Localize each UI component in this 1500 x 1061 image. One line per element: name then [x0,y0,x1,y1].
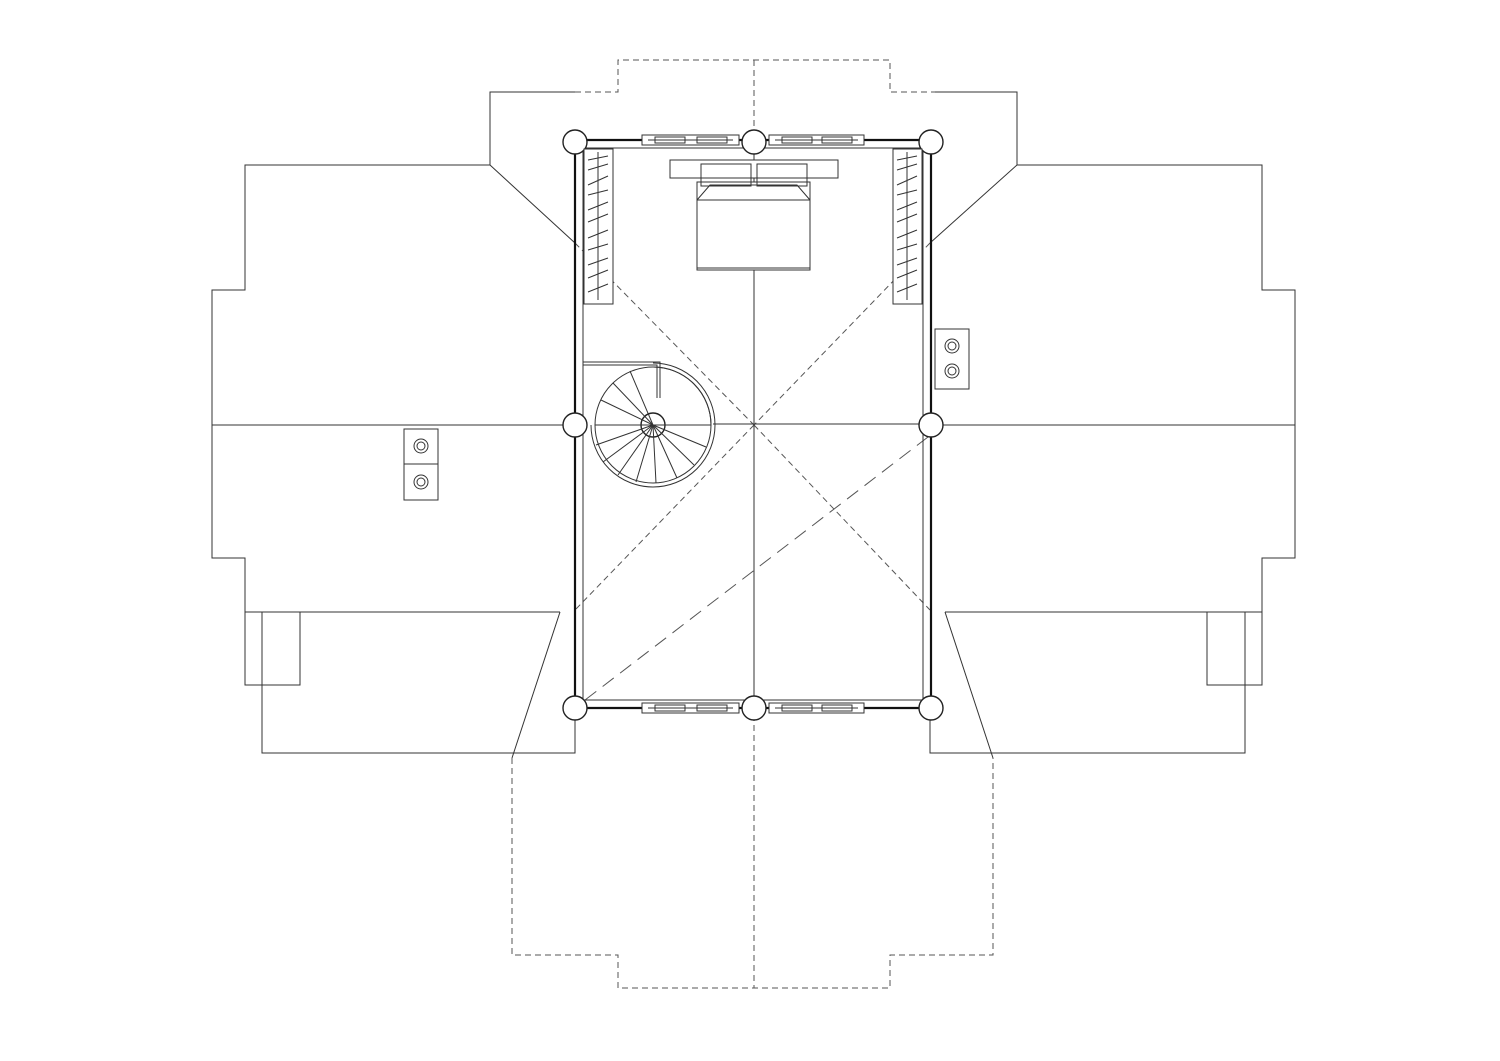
column-bottom-right [918,695,944,721]
column-mid-left [562,412,588,438]
window-bottom-right [768,702,865,714]
spiral-staircase [583,361,716,488]
column-bottom-left [562,695,588,721]
column-top-center [741,129,767,155]
chimney-left [403,428,439,501]
wardrobe-left [583,148,614,305]
dashed-projections [511,59,994,989]
wardrobe-right [892,148,923,305]
windows [641,134,865,714]
columns [562,129,944,721]
window-top-left [641,134,740,146]
column-top-left [562,129,588,155]
window-top-right [768,134,865,146]
roof-outline [211,91,1296,759]
column-bottom-center [741,695,767,721]
column-top-right [918,129,944,155]
window-bottom-left [641,702,740,714]
chimney-right [934,328,970,390]
double-bed [669,159,839,271]
column-mid-right [918,412,944,438]
